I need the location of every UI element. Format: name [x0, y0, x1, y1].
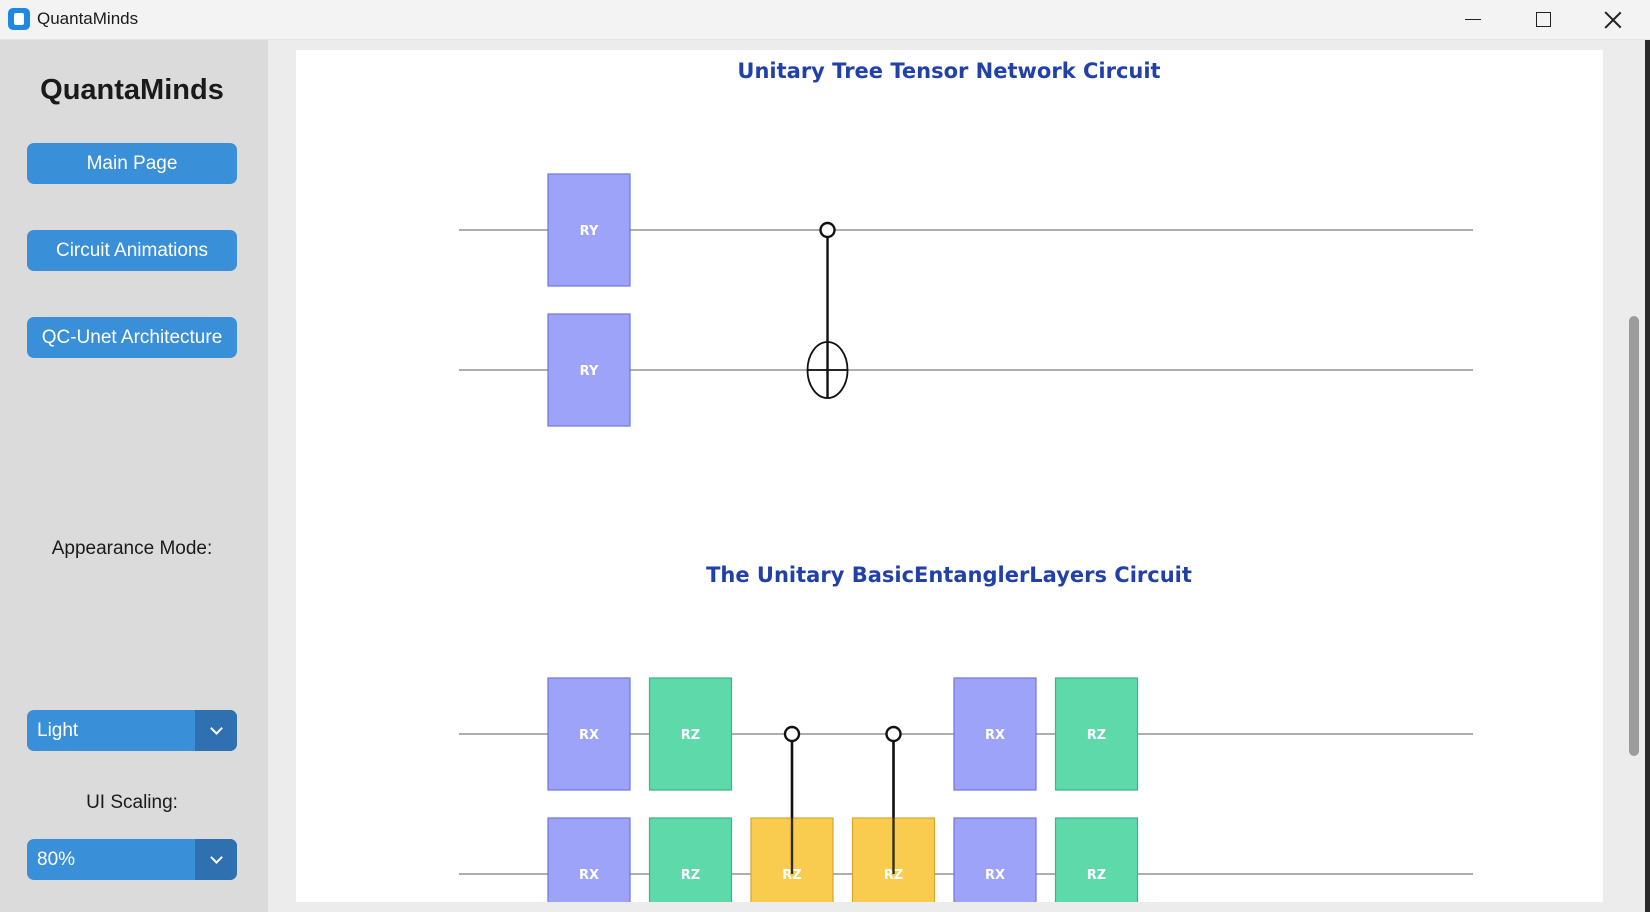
- gate-rz: [1054, 677, 1139, 791]
- gate-label: RZ: [681, 728, 700, 743]
- close-icon: [1604, 11, 1622, 29]
- circuit-title: The Unitary BasicEntanglerLayers Circuit: [706, 563, 1192, 587]
- sidebar: QuantaMinds Main Page Circuit Animations…: [0, 40, 268, 912]
- gate-rz: [648, 677, 733, 791]
- gate-ry: [547, 313, 631, 427]
- appearance-dropdown-arrow[interactable]: [195, 710, 237, 751]
- circuit-title: Unitary Tree Tensor Network Circuit: [737, 59, 1160, 83]
- chevron-down-icon: [209, 722, 223, 735]
- control-dot: [819, 221, 836, 239]
- maximize-button[interactable]: [1508, 0, 1578, 39]
- ui-scaling-dropdown[interactable]: 80%: [27, 839, 237, 880]
- minimize-button[interactable]: [1438, 0, 1508, 39]
- ui-scaling-dropdown-arrow[interactable]: [195, 839, 237, 880]
- gate-rx: [953, 817, 1037, 902]
- gate-label: RZ: [1087, 868, 1106, 883]
- gate-label: RY: [580, 224, 599, 239]
- gate-label: RX: [985, 728, 1005, 743]
- brand-title: QuantaMinds: [40, 74, 224, 106]
- gate-rz: [1054, 817, 1139, 902]
- gate-label: RZ: [782, 868, 801, 883]
- gate-label: RZ: [681, 868, 700, 883]
- gate-label: RX: [579, 728, 599, 743]
- appearance-mode-dropdown[interactable]: Light: [27, 710, 237, 751]
- minimize-icon: [1465, 18, 1481, 21]
- gate-rx: [547, 677, 631, 791]
- ui-scaling-label: UI Scaling:: [86, 792, 178, 813]
- gate-label: RY: [580, 364, 599, 379]
- window-edge: [1645, 40, 1650, 912]
- ui-scaling-value: 80%: [37, 849, 76, 870]
- window-titlebar: QuantaMinds: [0, 0, 1650, 40]
- qc-unet-architecture-button[interactable]: QC-Unet Architecture: [27, 317, 237, 358]
- chevron-down-icon: [209, 851, 223, 864]
- gate-rx: [547, 817, 631, 902]
- app-icon: [8, 8, 30, 30]
- gate-label: RX: [985, 868, 1005, 883]
- gate-ry: [547, 173, 631, 287]
- window-title: QuantaMinds: [37, 9, 139, 28]
- circuit-animations-button[interactable]: Circuit Animations: [27, 230, 237, 271]
- main-page-button[interactable]: Main Page: [27, 143, 237, 184]
- appearance-mode-value: Light: [37, 720, 79, 741]
- gate-rz: [648, 817, 733, 902]
- appearance-mode-label: Appearance Mode:: [51, 538, 213, 559]
- close-button[interactable]: [1578, 0, 1648, 39]
- control-dot: [783, 725, 801, 743]
- control-dot: [885, 725, 902, 743]
- scrollbar-thumb[interactable]: [1629, 316, 1639, 756]
- maximize-icon: [1535, 12, 1551, 27]
- gate-label: RZ: [884, 868, 903, 883]
- gate-rx: [953, 677, 1037, 791]
- gate-label: RZ: [1087, 728, 1106, 743]
- gate-label: RX: [579, 868, 599, 883]
